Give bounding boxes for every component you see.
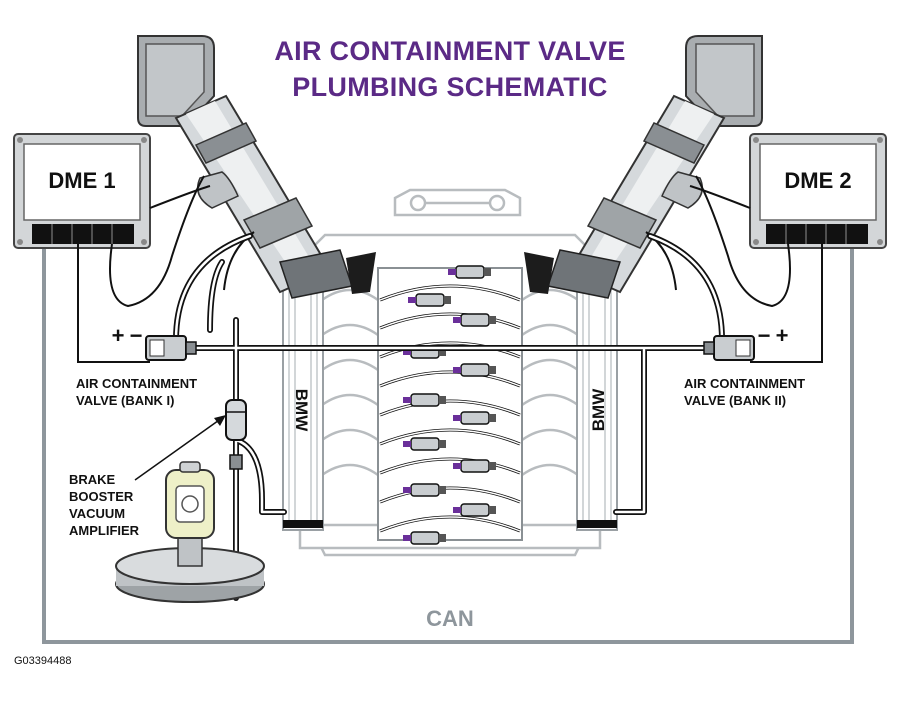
title-line-2: PLUMBING SCHEMATIC [292,72,607,102]
air-containment-valve-bank-1 [145,335,197,361]
injector-bay [377,267,523,541]
valve-bank-2-label-line-1: AIR CONTAINMENT [684,376,805,391]
brake-label-line-2: BOOSTER [69,489,134,504]
brake-booster-vacuum-amplifier [225,399,247,470]
injector [448,265,491,279]
injector [408,293,451,307]
bank-2-cover [576,261,618,531]
dme-1-label: DME 1 [48,168,115,193]
bank-1-minus-sign: − [130,323,143,348]
bank-1-air-intake [137,35,376,299]
injector [453,313,496,327]
valve-bank-2-label-line-2: VALVE (BANK II) [684,393,786,408]
valve-bank-1-label-line-2: VALVE (BANK I) [76,393,174,408]
bank-2-air-intake [524,35,763,299]
bank-1-plus-sign: + [112,323,125,348]
brake-label-line-3: VACUUM [69,506,125,521]
brake-booster [115,461,265,603]
bank-2-plus-sign: + [776,323,789,348]
bank-2-minus-sign: − [758,323,771,348]
can-label: CAN [426,606,474,631]
injector [453,459,496,473]
air-containment-valve-bank-2 [703,335,755,361]
injector [403,531,446,545]
injector [453,411,496,425]
injector [403,393,446,407]
injector [453,503,496,517]
signal-wires [77,175,823,363]
injector [453,363,496,377]
injector [403,437,446,451]
brake-label-line-1: BRAKE [69,472,116,487]
bank-1-cover [282,261,324,531]
bank-2-logo: BMW [589,388,608,431]
callout-arrow [134,415,226,481]
dme-2-label: DME 2 [784,168,851,193]
fuel-injectors [403,265,496,545]
valve-bank-1-label-line-1: AIR CONTAINMENT [76,376,197,391]
can-bus-line [42,244,854,644]
dme-2-module [749,133,887,249]
figure-id: G03394488 [14,655,72,667]
bank-1-logo: BMW [292,389,311,432]
dme-1-module [13,133,151,249]
title-line-1: AIR CONTAINMENT VALVE [274,36,625,66]
brake-label-line-4: AMPLIFIER [69,523,140,538]
injector [403,483,446,497]
